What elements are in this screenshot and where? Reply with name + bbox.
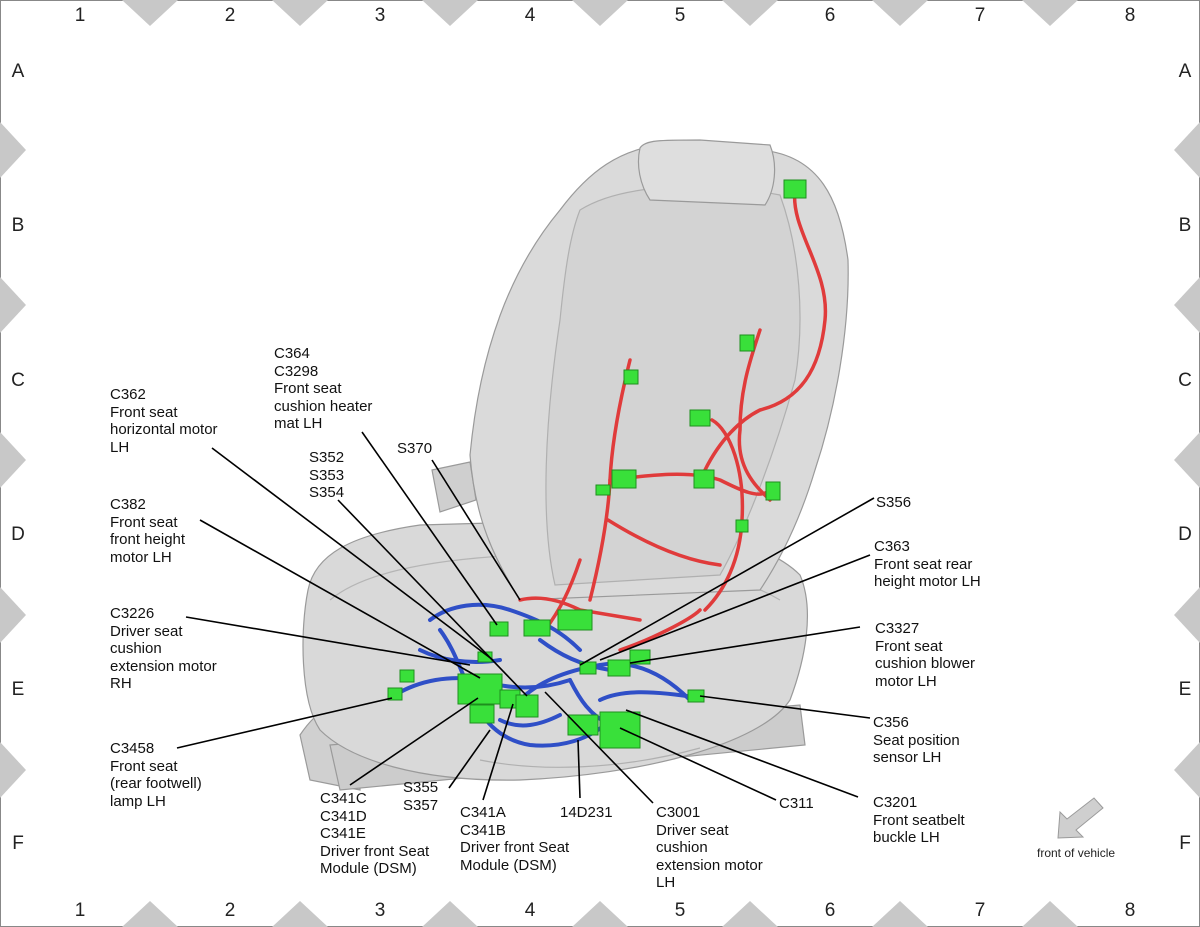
label-c3458: C3458 Front seat (rear footwell) lamp LH xyxy=(110,740,202,810)
label-c341c: C341C C341D C341E Driver front Seat Modu… xyxy=(320,790,430,877)
label-c3327: C3327 Front seat cushion blower motor LH xyxy=(875,620,976,690)
col-label: 3 xyxy=(375,5,386,26)
label-c341a: C341A C341B Driver front Seat Module (DS… xyxy=(460,804,570,874)
label-c3201: C3201 Front seatbelt buckle LH xyxy=(873,794,965,846)
label-c3226: C3226 Driver seat cushion extension moto… xyxy=(110,605,217,692)
col-label: 6 xyxy=(825,5,836,26)
front-of-vehicle-label: front of vehicle xyxy=(1037,846,1116,860)
col-label: 1 xyxy=(75,5,86,26)
col-label: 5 xyxy=(675,5,686,26)
col-label: 7 xyxy=(975,5,986,26)
label-s370: S370 xyxy=(397,440,433,457)
col-label: 1 xyxy=(75,900,86,921)
red-harness xyxy=(518,188,828,652)
row-label: B xyxy=(12,215,25,236)
col-label: 4 xyxy=(525,5,536,26)
col-label: 2 xyxy=(225,900,236,921)
col-label: 7 xyxy=(975,900,986,921)
label-s352: S352 S353 S354 xyxy=(309,449,345,501)
label-c364: C364 C3298 Front seat cushion heater mat… xyxy=(274,345,373,432)
row-label: E xyxy=(12,679,25,700)
col-label: 8 xyxy=(1125,900,1136,921)
col-label: 6 xyxy=(825,900,836,921)
col-label: 8 xyxy=(1125,5,1136,26)
row-label: B xyxy=(1179,215,1192,236)
label-c382: C382 Front seat front height motor LH xyxy=(110,496,186,566)
col-label: 5 xyxy=(675,900,686,921)
label-s356: S356 xyxy=(876,494,912,511)
label-s355: S355 S357 xyxy=(403,779,439,814)
label-c362: C362 Front seat horizontal motor LH xyxy=(110,386,218,456)
row-label: A xyxy=(12,61,25,82)
row-label: D xyxy=(11,524,25,545)
connectors xyxy=(387,179,807,749)
col-label: 3 xyxy=(375,900,386,921)
label-c363: C363 Front seat rear height motor LH xyxy=(874,538,981,590)
col-label: 4 xyxy=(525,900,536,921)
label-c3001: C3001 Driver seat cushion extension moto… xyxy=(656,804,763,891)
row-label: E xyxy=(1179,679,1192,700)
row-label: C xyxy=(1178,370,1192,391)
grid-column-labels: 1 2 3 4 5 6 7 8 1 2 3 4 5 6 7 8 xyxy=(75,5,1136,921)
row-label: F xyxy=(1179,833,1191,854)
label-c356: C356 Seat position sensor LH xyxy=(873,714,960,766)
leader-lines xyxy=(176,431,875,804)
grid-row-labels: A B C D E F A B C D E F xyxy=(11,61,1192,854)
row-label: D xyxy=(1178,524,1192,545)
row-label: C xyxy=(11,370,25,391)
col-label: 2 xyxy=(225,5,236,26)
row-label: F xyxy=(12,833,24,854)
label-14d231: 14D231 xyxy=(560,804,613,821)
row-label: A xyxy=(1179,61,1192,82)
front-of-vehicle-arrow-icon xyxy=(1057,797,1104,839)
label-c311: C311 xyxy=(779,795,814,812)
seat-illustration xyxy=(299,139,849,791)
